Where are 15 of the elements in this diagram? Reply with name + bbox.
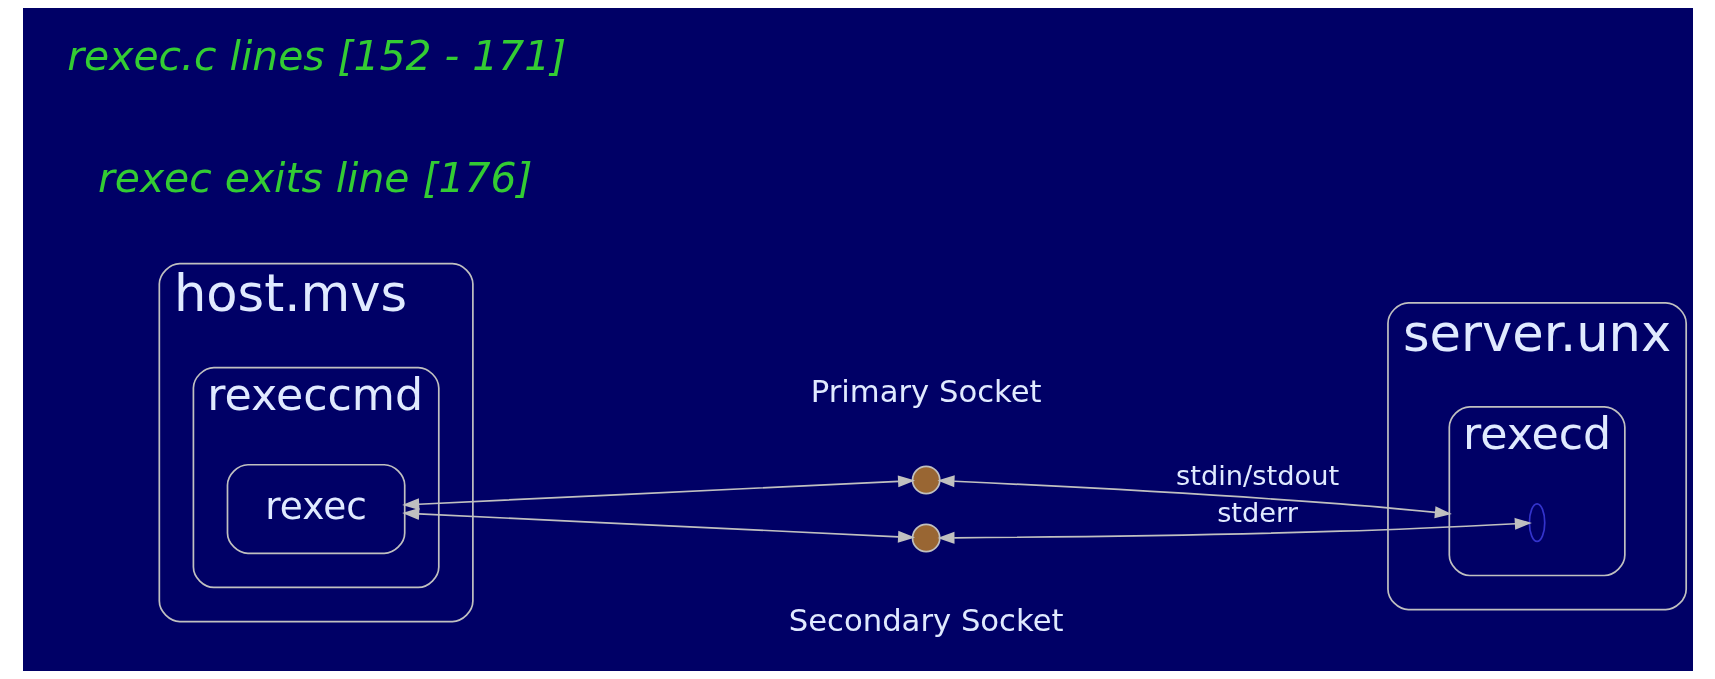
arrow — [936, 517, 1532, 544]
label: rexec exits line [176] — [97, 154, 532, 203]
arrow — [936, 475, 1452, 519]
node-label: Secondary Socket — [788, 602, 1064, 638]
label: rexec.c lines [152 - 171] — [66, 31, 566, 80]
node-circle — [911, 523, 941, 553]
arrow — [401, 507, 915, 543]
cluster: rexecd — [1447, 405, 1626, 577]
node-ellipse — [1528, 503, 1546, 543]
arrow — [401, 475, 915, 511]
edge-label: stderr — [1216, 497, 1298, 529]
node-box: rexec — [226, 463, 406, 555]
node-label: Primary Socket — [810, 374, 1042, 410]
node-circle — [911, 465, 941, 495]
edge-label: stdin/stdout — [1175, 459, 1339, 491]
